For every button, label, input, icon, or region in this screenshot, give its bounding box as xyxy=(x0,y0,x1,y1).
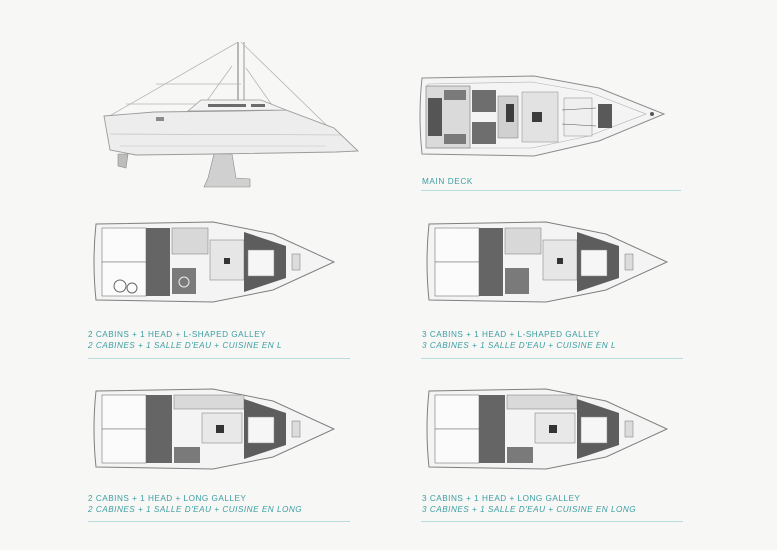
layout-2c-l-caption: 2 CABINS + 1 HEAD + L-SHAPED GALLEY 2 CA… xyxy=(88,329,282,351)
layout-2c-long-drawing xyxy=(93,388,336,470)
layout-3c-l-drawing xyxy=(426,221,669,303)
main-deck-divider xyxy=(421,190,681,191)
layout-2c-long-divider xyxy=(88,521,350,522)
main-deck-label: MAIN DECK xyxy=(422,177,473,186)
layout-3c-long-divider xyxy=(421,521,683,522)
layout-2c-l-divider xyxy=(88,358,350,359)
layout-2c-long-fr: 2 CABINES + 1 SALLE D'EAU + CUISINE EN L… xyxy=(88,505,303,514)
layout-3c-long-caption: 3 CABINS + 1 HEAD + LONG GALLEY 3 CABINE… xyxy=(422,493,636,515)
layout-2c-long-caption: 2 CABINS + 1 HEAD + LONG GALLEY 2 CABINE… xyxy=(88,493,302,515)
layout-3c-long-drawing xyxy=(426,388,669,470)
layout-3c-l-fr: 3 CABINES + 1 SALLE D'EAU + CUISINE EN L xyxy=(422,341,617,350)
layout-3c-long-en: 3 CABINS + 1 HEAD + LONG GALLEY xyxy=(422,494,581,503)
layout-3c-l-caption: 3 CABINS + 1 HEAD + L-SHAPED GALLEY 3 CA… xyxy=(422,329,616,351)
layout-2c-l-drawing xyxy=(93,221,336,303)
layout-2c-l-en: 2 CABINS + 1 HEAD + L-SHAPED GALLEY xyxy=(88,330,267,339)
layout-3c-l-en: 3 CABINS + 1 HEAD + L-SHAPED GALLEY xyxy=(422,330,601,339)
side-profile-drawing xyxy=(103,41,360,188)
layout-3c-l-divider xyxy=(421,358,683,359)
layout-2c-l-fr: 2 CABINES + 1 SALLE D'EAU + CUISINE EN L xyxy=(88,341,283,350)
layout-3c-long-fr: 3 CABINES + 1 SALLE D'EAU + CUISINE EN L… xyxy=(422,505,637,514)
main-deck-drawing xyxy=(419,75,666,157)
layout-2c-long-en: 2 CABINS + 1 HEAD + LONG GALLEY xyxy=(88,494,247,503)
